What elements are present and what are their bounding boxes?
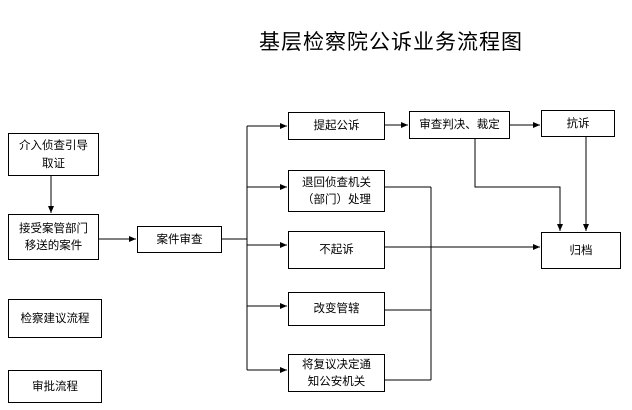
node-accept-case: 接受案管部门 移送的案件 xyxy=(8,214,99,260)
node-archive: 归档 xyxy=(541,232,621,269)
node-procuratorial-suggestion: 检察建议流程 xyxy=(8,299,102,338)
node-change-jurisdiction: 改变管辖 xyxy=(288,292,385,326)
node-approval: 审批流程 xyxy=(8,370,102,403)
node-judgment-ruling: 审查判决、裁定 xyxy=(409,111,510,139)
node-return-investigation: 退回侦查机关 （部门）处理 xyxy=(288,170,385,212)
node-not-prosecute: 不起诉 xyxy=(288,231,385,269)
page-title: 基层检察院公诉业务流程图 xyxy=(259,30,523,54)
node-case-review: 案件审查 xyxy=(137,226,222,253)
node-prosecute: 提起公诉 xyxy=(288,112,385,140)
node-notify-police: 将复议决定通 知公安机关 xyxy=(288,354,385,392)
node-intervene-investigation: 介入侦查引导 取证 xyxy=(8,133,99,176)
arrow-judgment-to-archive xyxy=(474,139,563,231)
node-protest: 抗诉 xyxy=(541,110,615,137)
